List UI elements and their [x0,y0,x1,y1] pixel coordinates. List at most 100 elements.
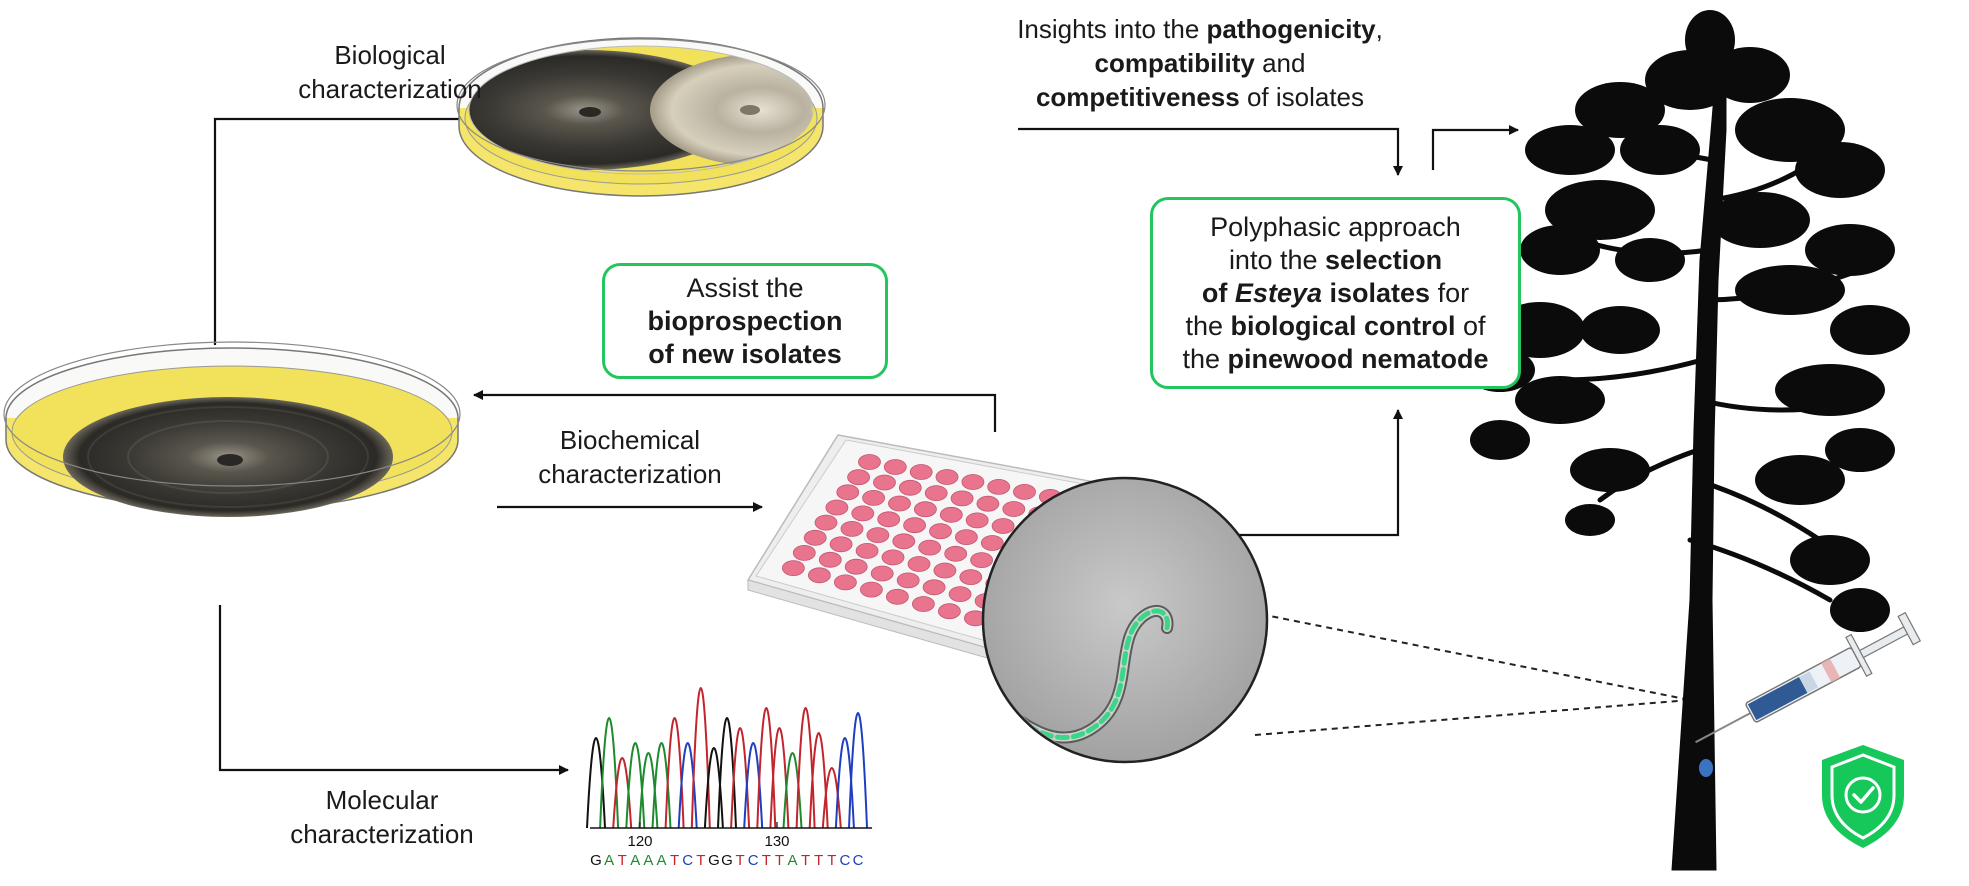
chromatogram-peak [795,707,816,829]
chromatogram-peak [808,732,829,829]
microplate-well [912,596,935,612]
sequence-base: G [590,852,602,869]
sequence-base: C [682,852,693,869]
microplate-well [860,581,883,598]
label-molecular-line2: characterization [290,819,474,849]
microplate-well [898,479,922,496]
microplate-well [873,474,896,491]
microplate-well [1013,483,1036,500]
chromatogram-peak [677,742,698,829]
polyphasic-line3: of Esteya isolates for [1201,277,1470,308]
microplate-well [935,469,959,485]
chromatogram-peak [612,757,633,829]
sequence-base: T [814,852,823,869]
microplate-well [866,527,890,543]
microplate-well [929,523,952,540]
microplate-well [991,518,1015,534]
chromatogram-peak [782,752,803,829]
insights-line2-post: and [1254,48,1306,78]
microplate-well [933,562,957,579]
sequence-base: T [775,852,784,869]
microplate-well [970,552,993,568]
connector-arrows [213,114,1519,775]
chromatogram-peak [651,742,672,829]
sequence-base: T [736,852,745,869]
assist-line3: of new isolates [648,338,842,369]
sequence-base: T [618,852,627,869]
label-biological-line2: characterization [298,74,482,104]
microplate-well [886,588,909,605]
tick-130: 130 [764,833,789,850]
insights-line1: Insights into the pathogenicity, [980,12,1420,46]
arrow-insights-to-box [1018,127,1403,176]
sequence-base: C [839,852,850,869]
insights-competitiveness: competitiveness [1035,82,1240,112]
sequence-base: C [853,852,864,869]
microplate-well [987,478,1011,495]
microplate-well [808,567,831,584]
sequence-base: A [643,852,653,869]
microplate-well [792,545,816,561]
microplate-well [924,485,948,502]
sequence-base: T [762,852,771,869]
label-biochemical-line1: Biochemical [559,425,701,455]
microplate-well [888,495,911,512]
sequence-base: T [801,852,810,869]
sequence-base: A [604,852,614,869]
petri-dish-left [3,341,461,517]
pine-tree-silhouette [1465,10,1910,871]
insights-compatibility: compatibility [1094,48,1255,78]
microplate-well [834,574,857,591]
microplate-well [883,459,907,475]
microplate-well [825,499,849,516]
arrow-to-molecular [218,605,569,775]
insights-pathogenicity: pathogenicity [1206,14,1376,44]
chromatogram-peak [769,727,790,829]
insights-line1-pre: Insights into the [1017,14,1207,44]
assist-line1: Assist the [686,272,804,303]
label-insights: Insights into the pathogenicity, compati… [980,12,1420,114]
microplate-well [980,535,1004,551]
microplate-well [892,533,916,550]
polyphasic-line2: into the selection [1228,244,1443,275]
arrow-assist-to-dish [473,390,997,432]
microplate-well [877,511,901,528]
microplate-well [965,512,989,529]
label-biological: Biological characterization [270,38,510,106]
sequence-base: G [721,852,733,869]
microplate-well [938,603,961,620]
polyphasic-line4: the biological control of [1185,310,1486,341]
syringe-icon [1695,611,1922,744]
label-biological-line1: Biological [334,40,446,70]
microplate-well [855,543,879,559]
microplate-well [914,501,937,518]
sequence-base: A [656,852,666,869]
chromatogram-peak [703,747,724,829]
polyphasic-line1: Polyphasic approach [1210,211,1461,242]
microplate-well [840,521,864,537]
chromatogram-peak [756,707,777,829]
label-molecular: Molecular characterization [262,783,502,851]
microplate-well [814,514,838,531]
insights-line2: compatibility and [980,46,1420,80]
chromatogram-peak [664,717,685,829]
sequence-base: A [787,852,797,869]
microplate-well [881,549,905,566]
chromatogram-peak [599,717,620,829]
microplate-well [976,495,1000,512]
chromatogram-peak [730,727,751,829]
microplate-well [944,545,968,562]
assist-line2: bioprospection [647,305,843,336]
sequence-base: T [827,852,836,869]
arrow-plate-to-box [1197,409,1403,537]
microplate-well [862,489,885,506]
petri-dish-top [456,37,826,197]
microplate-well [782,560,805,576]
microplate-well [959,569,983,585]
microplate-well [803,529,827,546]
microplate-well [836,484,860,501]
sequence-base: T [696,852,705,869]
tick-120: 120 [627,833,652,850]
